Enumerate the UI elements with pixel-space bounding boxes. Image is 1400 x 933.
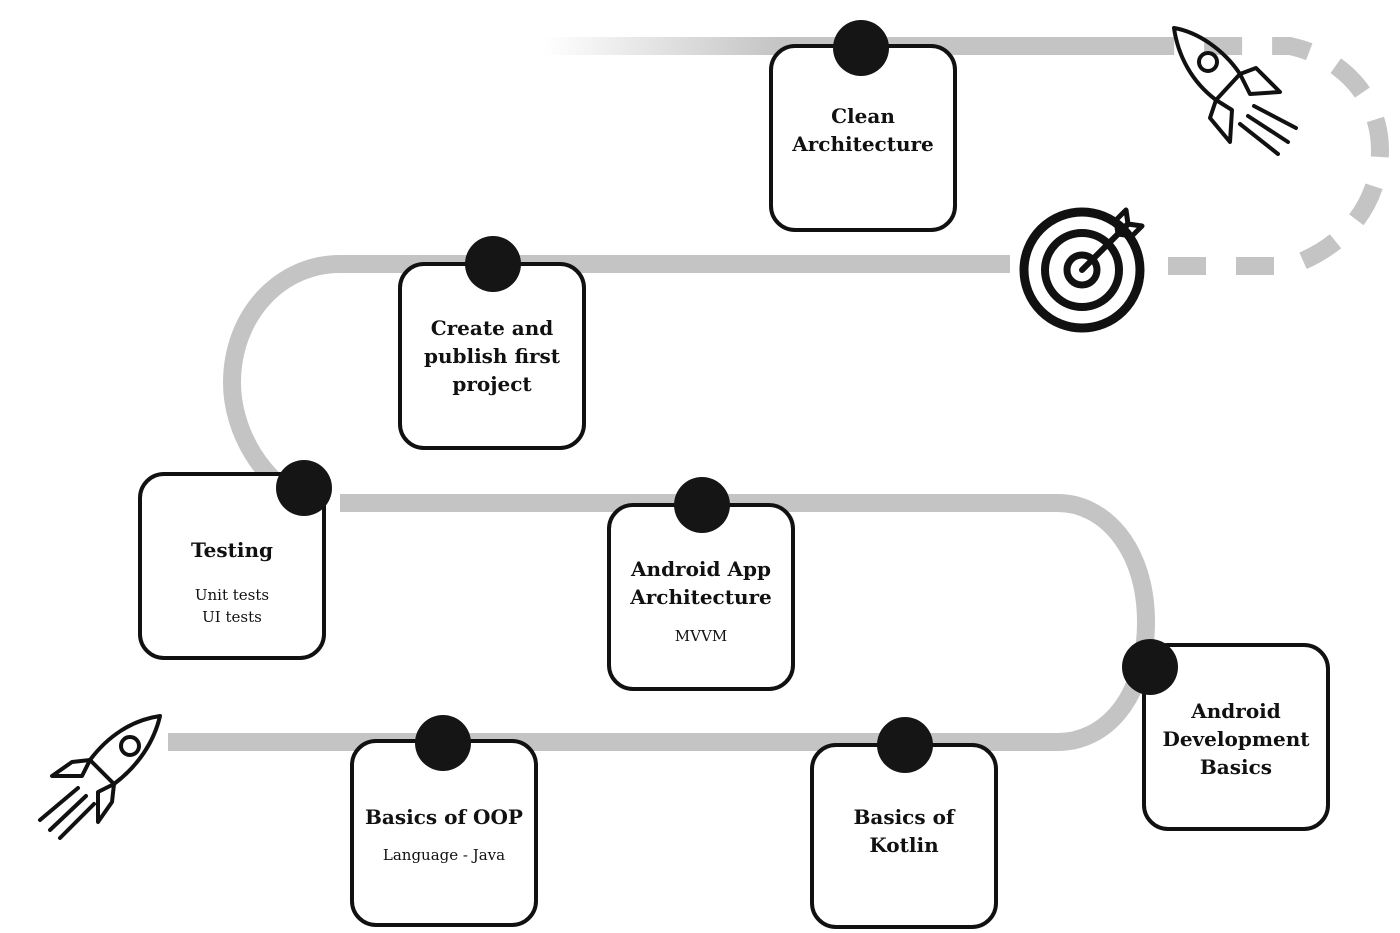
milestone-marker — [465, 236, 521, 292]
milestone-card-android-app-architecture: Android App Architecture MVVM — [607, 477, 795, 691]
milestone-marker — [1122, 639, 1178, 695]
milestone-subtitle: MVVM — [674, 627, 728, 645]
milestone-card-basics-of-kotlin: Basics of Kotlin — [810, 717, 998, 929]
milestone-marker — [415, 715, 471, 771]
milestone-title: Android Development Basics — [1162, 699, 1310, 779]
milestone-card-create-and-publish-first-project: Create and publish first project — [398, 236, 586, 450]
milestone-subtitle: Language - Java — [382, 846, 506, 864]
milestone-marker — [833, 20, 889, 76]
milestone-title: Clean Architecture — [792, 104, 934, 156]
milestone-title: Basics of OOP — [365, 805, 523, 829]
milestone-card-clean-architecture: Clean Architecture — [769, 20, 957, 232]
milestone-marker — [276, 460, 332, 516]
milestone-card-android-development-basics: Android Development Basics — [1122, 639, 1330, 831]
rocket-icon — [1172, 26, 1298, 156]
milestone-card-testing: Testing Unit tests UI tests — [138, 460, 332, 660]
milestone-title: Basics of Kotlin — [853, 805, 955, 857]
target-icon — [1019, 207, 1145, 333]
milestone-card-basics-of-oop: Basics of OOP Language - Java — [350, 715, 538, 927]
milestone-marker — [877, 717, 933, 773]
milestone-subtitle: Unit tests UI tests — [194, 586, 270, 626]
road-segment-1 — [168, 494, 1156, 751]
road-dashed-loop — [1168, 37, 1390, 275]
milestone-marker — [674, 477, 730, 533]
milestone-title: Create and publish first project — [423, 316, 561, 396]
rocket-icon — [38, 714, 162, 840]
road-segment-2 — [222, 255, 1010, 512]
milestone-title: Testing — [191, 538, 273, 562]
milestone-title: Android App Architecture — [630, 557, 772, 609]
